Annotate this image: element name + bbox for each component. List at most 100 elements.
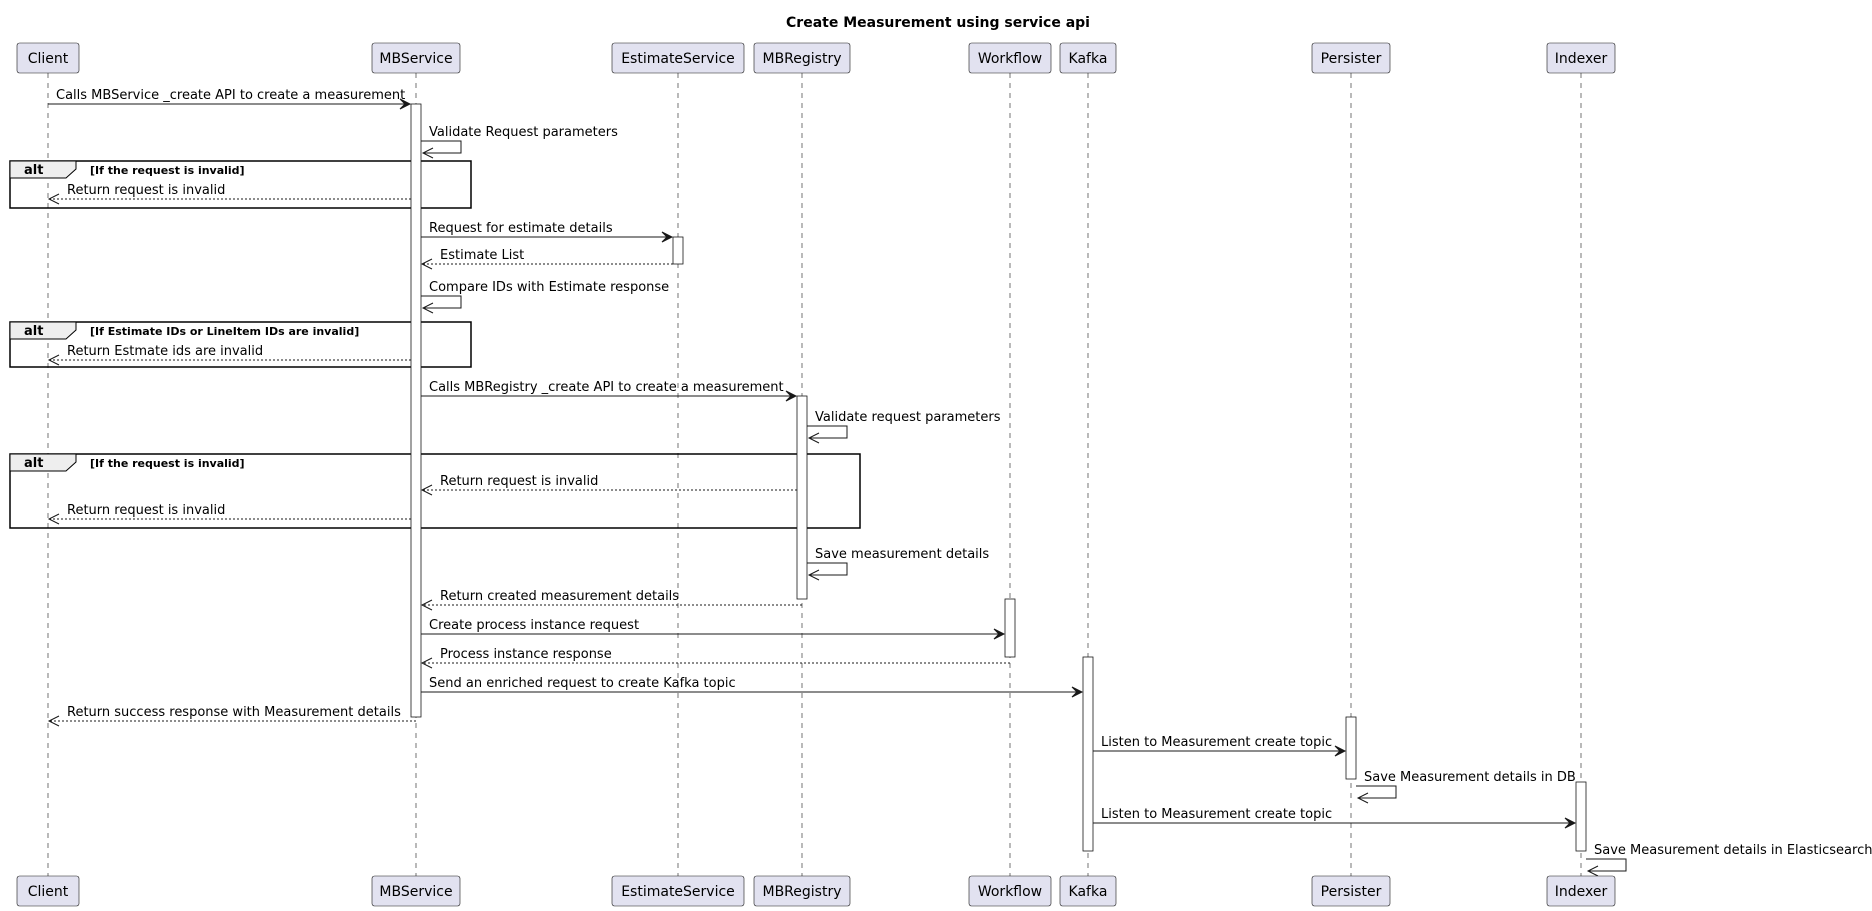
participant-client-bottom: Client: [16, 875, 80, 907]
participant-indexer-bottom: Indexer: [1546, 875, 1616, 907]
arrowhead: [420, 258, 433, 270]
alt-block: alt[If Estimate IDs or LineItem IDs are …: [9, 321, 472, 368]
participants: ClientClientMBServiceMBServiceEstimateSe…: [16, 42, 1616, 907]
arrowhead: [661, 231, 674, 243]
arrowhead: [993, 628, 1006, 640]
arrowhead: [420, 599, 433, 611]
arrowhead: [420, 484, 433, 496]
participant-estimateservice-bottom: EstimateService: [611, 875, 745, 907]
alt-block: alt [If the request is invalid]: [9, 160, 472, 209]
arrowhead: [785, 390, 798, 402]
activation-kafka: [1082, 656, 1094, 852]
message-label: Calls MBRegistry _create API to create a…: [429, 380, 784, 395]
message-20: Listen to Measurement create topic: [1093, 807, 1577, 829]
message-9: Validate request parameters: [807, 410, 1001, 444]
arrowhead: [420, 657, 433, 669]
participant-label: Client: [28, 884, 69, 900]
message-label: Listen to Measurement create topic: [1101, 735, 1332, 750]
activation-indexer: [1575, 781, 1587, 852]
participant-mbregistry-top: MBRegistry: [753, 42, 851, 74]
message-14: Create process instance request: [421, 618, 1006, 640]
message-16: Send an enriched request to create Kafka…: [421, 676, 1084, 698]
arrowhead: [1334, 745, 1347, 757]
participant-workflow-top: Workflow: [968, 42, 1052, 74]
message-label: Validate request parameters: [815, 410, 1001, 425]
participant-label: MBService: [379, 884, 452, 900]
message-6: Compare IDs with Estimate response: [421, 280, 669, 314]
participant-label: Kafka: [1069, 884, 1108, 900]
participant-label: Workflow: [978, 884, 1042, 900]
message-label: Save Measurement details in Elasticsearc…: [1594, 843, 1872, 858]
message-19: Save Measurement details in DB: [1356, 770, 1576, 804]
message-12: Save measurement details: [807, 547, 989, 581]
diagram-title: Create Measurement using service api: [786, 15, 1090, 31]
participant-kafka-top: Kafka: [1059, 42, 1117, 74]
message-label: Return success response with Measurement…: [67, 705, 401, 720]
message-label: Return created measurement details: [440, 589, 679, 604]
activation-mbregistry: [796, 395, 808, 600]
message-label: Return Estmate ids are invalid: [67, 344, 263, 359]
participant-label: Indexer: [1555, 51, 1608, 67]
message-3: Return request is invalid: [47, 183, 411, 205]
activation-workflow: [1004, 598, 1016, 658]
arrowhead: [1356, 792, 1369, 804]
participant-label: Kafka: [1069, 51, 1108, 67]
alt-condition: [If the request is invalid]: [90, 457, 245, 470]
participant-label: EstimateService: [621, 884, 735, 900]
message-label: Compare IDs with Estimate response: [429, 280, 669, 295]
message-label: Create process instance request: [429, 618, 639, 633]
participant-indexer-top: Indexer: [1546, 42, 1616, 74]
activation-mbservice: [410, 103, 422, 718]
arrowhead: [1586, 865, 1599, 877]
arrowhead: [47, 354, 60, 366]
participant-label: MBRegistry: [763, 884, 842, 900]
message-8: Calls MBRegistry _create API to create a…: [421, 380, 798, 402]
message-18: Listen to Measurement create topic: [1093, 735, 1347, 757]
message-17: Return success response with Measurement…: [47, 705, 416, 727]
message-4: Request for estimate details: [421, 221, 674, 243]
message-label: Return request is invalid: [67, 183, 225, 198]
arrowhead: [807, 569, 820, 581]
message-label: Send an enriched request to create Kafka…: [429, 676, 736, 691]
alt-keyword: alt: [24, 163, 43, 178]
arrowhead: [807, 432, 820, 444]
message-label: Save Measurement details in DB: [1364, 770, 1576, 785]
participant-label: Persister: [1321, 884, 1382, 900]
participant-mbservice-bottom: MBService: [371, 875, 461, 907]
arrowhead: [47, 513, 60, 525]
alt-condition: [If Estimate IDs or LineItem IDs are inv…: [90, 325, 359, 338]
message-label: Return request is invalid: [440, 474, 598, 489]
message-13: Return created measurement details: [420, 589, 802, 611]
message-line: [1356, 785, 1397, 799]
message-2: Validate Request parameters: [421, 125, 618, 159]
participant-persister-bottom: Persister: [1311, 875, 1391, 907]
message-line: [421, 295, 462, 309]
messages: Calls MBService _create API to create a …: [47, 88, 1872, 877]
message-line: [1586, 858, 1627, 872]
message-label: Listen to Measurement create topic: [1101, 807, 1332, 822]
alt-condition: [If the request is invalid]: [90, 164, 245, 177]
message-15: Process instance response: [420, 647, 1010, 669]
participant-kafka-bottom: Kafka: [1059, 875, 1117, 907]
message-line: [807, 425, 848, 439]
message-label: Save measurement details: [815, 547, 989, 562]
arrowhead: [399, 98, 412, 110]
arrowhead: [47, 193, 60, 205]
alt-blocks: alt[If the request is invalid]alt[If Est…: [9, 160, 861, 529]
participant-label: Client: [28, 51, 69, 67]
activation-bars: [410, 103, 1587, 852]
activation-estimateservice: [672, 236, 684, 265]
activation-persister: [1345, 716, 1357, 780]
participant-label: EstimateService: [621, 51, 735, 67]
participant-label: Workflow: [978, 51, 1042, 67]
participant-workflow-bottom: Workflow: [968, 875, 1052, 907]
participant-label: MBRegistry: [763, 51, 842, 67]
message-21: Save Measurement details in Elasticsearc…: [1586, 843, 1872, 877]
participant-client-top: Client: [16, 42, 80, 74]
alt-keyword: alt: [24, 456, 43, 471]
message-5: Estimate List: [420, 248, 673, 270]
message-label: Calls MBService _create API to create a …: [56, 88, 405, 103]
participant-persister-top: Persister: [1311, 42, 1391, 74]
arrowhead: [421, 147, 434, 159]
